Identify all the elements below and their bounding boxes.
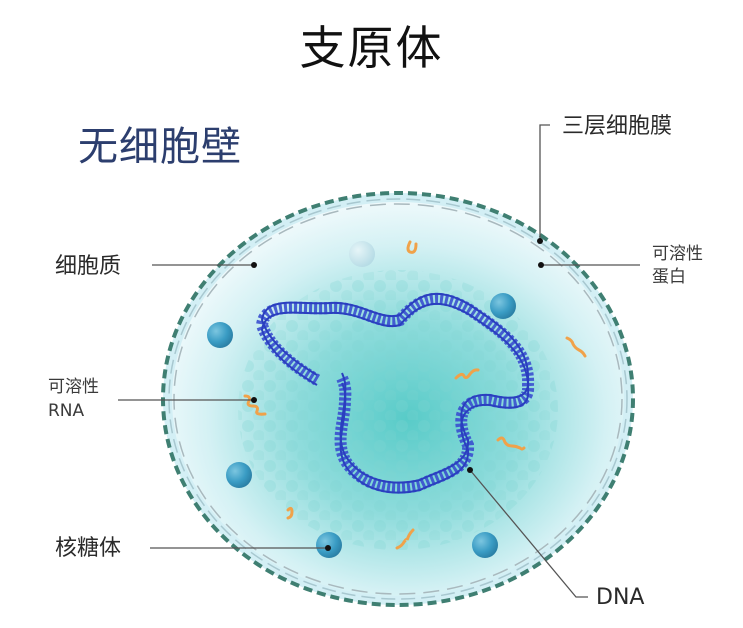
label-membrane: 三层细胞膜	[562, 114, 673, 139]
dna-helix	[255, 292, 535, 494]
label-ribosome: 核糖体	[55, 536, 122, 561]
page-title: 支原体	[299, 21, 444, 75]
ribosome-icon	[472, 532, 498, 558]
ribosome-icon	[490, 293, 516, 319]
label-cytoplasm: 细胞质	[55, 254, 122, 279]
label-soluble-rna-line1: 可溶性	[48, 377, 99, 397]
ribosomes	[207, 241, 516, 558]
label-soluble-protein-line1: 可溶性	[652, 244, 703, 264]
leader-dots	[251, 238, 544, 551]
rna-icon	[496, 436, 526, 451]
rna-icon	[454, 368, 480, 380]
leader-lines	[118, 124, 640, 598]
rna-icon	[395, 528, 415, 550]
label-soluble-rna-line2: RNA	[48, 401, 85, 421]
label-dna: DNA	[596, 585, 645, 610]
cell-membrane	[161, 191, 635, 607]
soluble-rna-strands	[243, 240, 587, 550]
membrane-leader	[539, 124, 550, 241]
dna-leader	[469, 469, 588, 598]
ribosome-icon	[349, 241, 375, 267]
ribosome-icon	[207, 322, 233, 348]
rna-icon	[406, 240, 418, 254]
rna-icon	[286, 506, 294, 520]
no-cell-wall-heading: 无细胞壁	[78, 124, 242, 170]
label-soluble-protein-line2: 蛋白	[652, 267, 686, 287]
rna-icon	[565, 336, 587, 358]
ribosome-icon	[226, 462, 252, 488]
ribosome-icon	[316, 532, 342, 558]
rna-icon	[243, 394, 267, 416]
